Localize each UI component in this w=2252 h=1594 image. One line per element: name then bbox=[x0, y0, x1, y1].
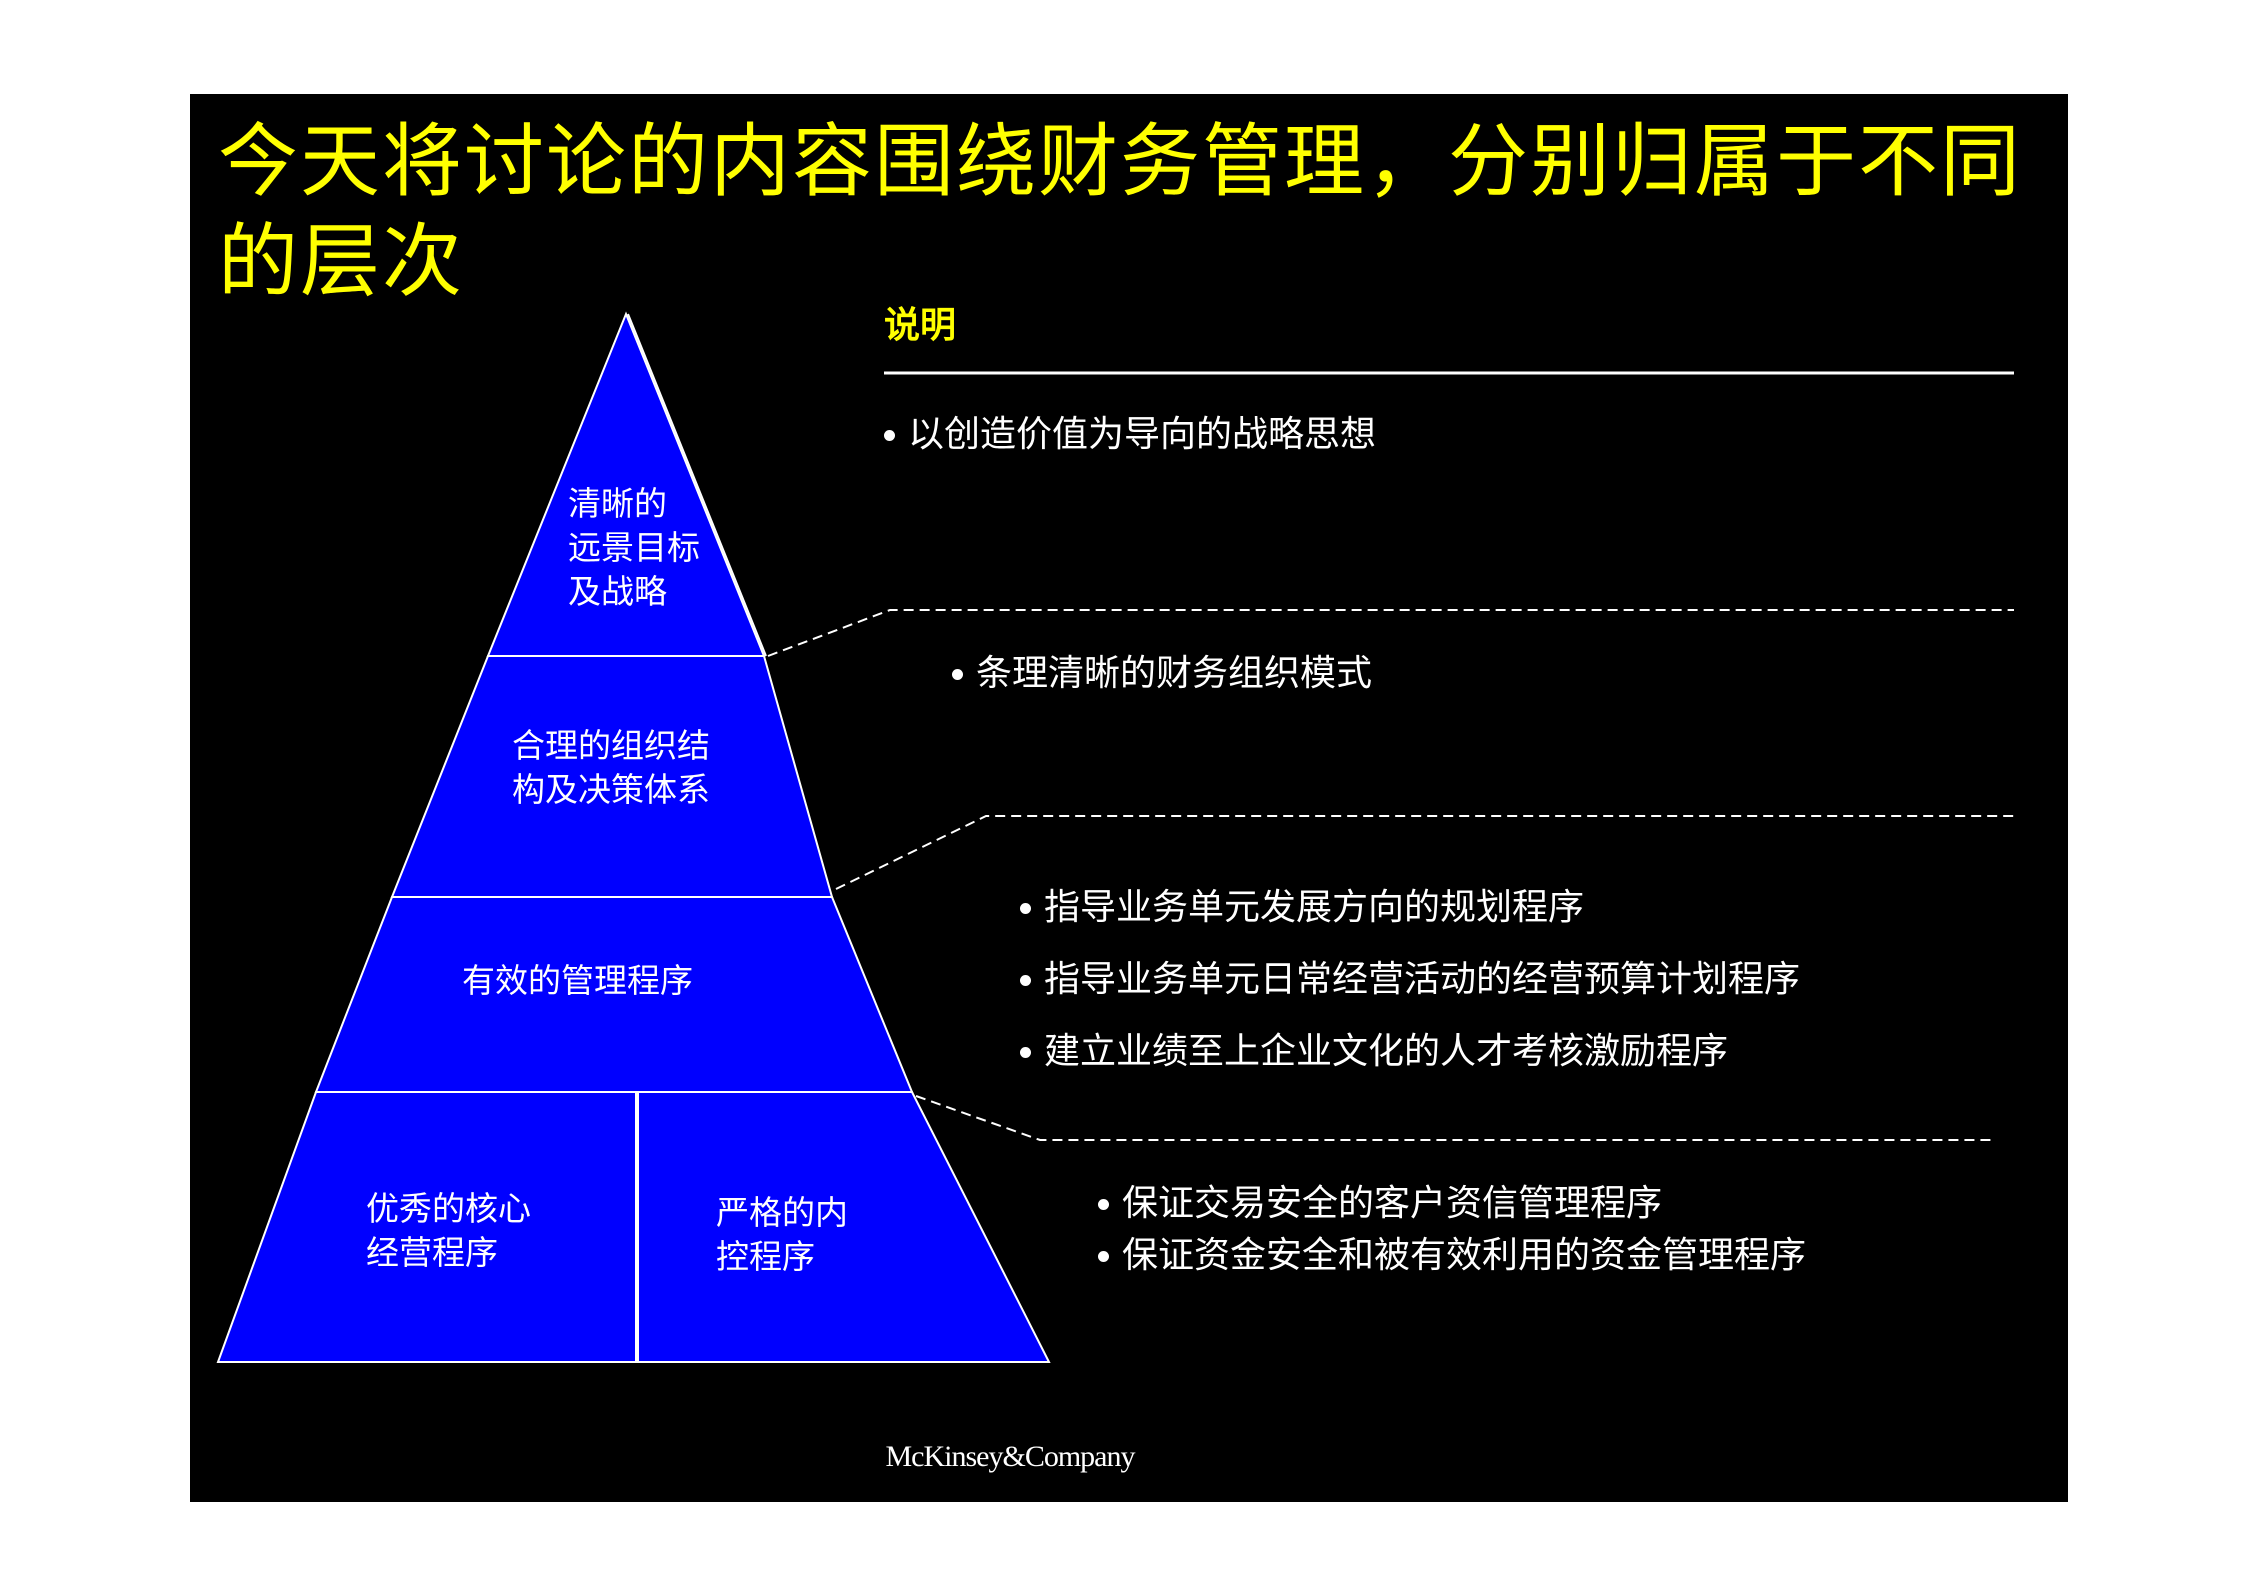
connector-line-1 bbox=[767, 609, 2014, 657]
explanation-group-management: 指导业务单元发展方向的规划程序 指导业务单元日常经营活动的经营预算计划程序 建立… bbox=[1020, 872, 1800, 1088]
pyramid-diagram bbox=[216, 311, 2014, 1363]
list-item: 条理清晰的财务组织模式 bbox=[952, 651, 1372, 697]
connector-line-3 bbox=[915, 1095, 1996, 1141]
brand-logo: McKinsey&Company bbox=[885, 1440, 1136, 1473]
connector-line-2 bbox=[835, 815, 2014, 890]
tier-label-management: 有效的管理程序 bbox=[462, 961, 693, 1000]
list-item: 保证资金安全和被有效利用的资金管理程序 bbox=[1098, 1230, 1806, 1282]
pyramid-apex-edge bbox=[627, 313, 767, 657]
slide: 今天将讨论的内容围绕财务管理，分别归属于不同的层次 清晰的 远景目标 及战略 合… bbox=[190, 94, 2068, 1502]
tier-label-core-operations: 优秀的核心 经营程序 bbox=[366, 1189, 531, 1272]
explanation-group-vision: 以创造价值为导向的战略思想 bbox=[884, 412, 1376, 458]
list-item: 指导业务单元日常经营活动的经营预算计划程序 bbox=[1020, 944, 1800, 1016]
explanation-group-organization: 条理清晰的财务组织模式 bbox=[952, 651, 1372, 697]
explanation-heading: 说明 bbox=[884, 305, 957, 346]
list-item: 建立业绩至上企业文化的人才考核激励程序 bbox=[1020, 1016, 1800, 1088]
tier-label-organization: 合理的组织结 构及决策体系 bbox=[512, 726, 710, 809]
tier-label-internal-control: 严格的内 控程序 bbox=[716, 1193, 848, 1276]
list-item: 以创造价值为导向的战略思想 bbox=[884, 412, 1376, 458]
tier-label-vision: 清晰的 远景目标 及战略 bbox=[568, 484, 700, 611]
explanation-group-operations: 保证交易安全的客户资信管理程序 保证资金安全和被有效利用的资金管理程序 bbox=[1098, 1178, 1806, 1282]
list-item: 指导业务单元发展方向的规划程序 bbox=[1020, 872, 1800, 944]
list-item: 保证交易安全的客户资信管理程序 bbox=[1098, 1178, 1806, 1230]
slide-title: 今天将讨论的内容围绕财务管理，分别归属于不同的层次 bbox=[218, 115, 2022, 308]
